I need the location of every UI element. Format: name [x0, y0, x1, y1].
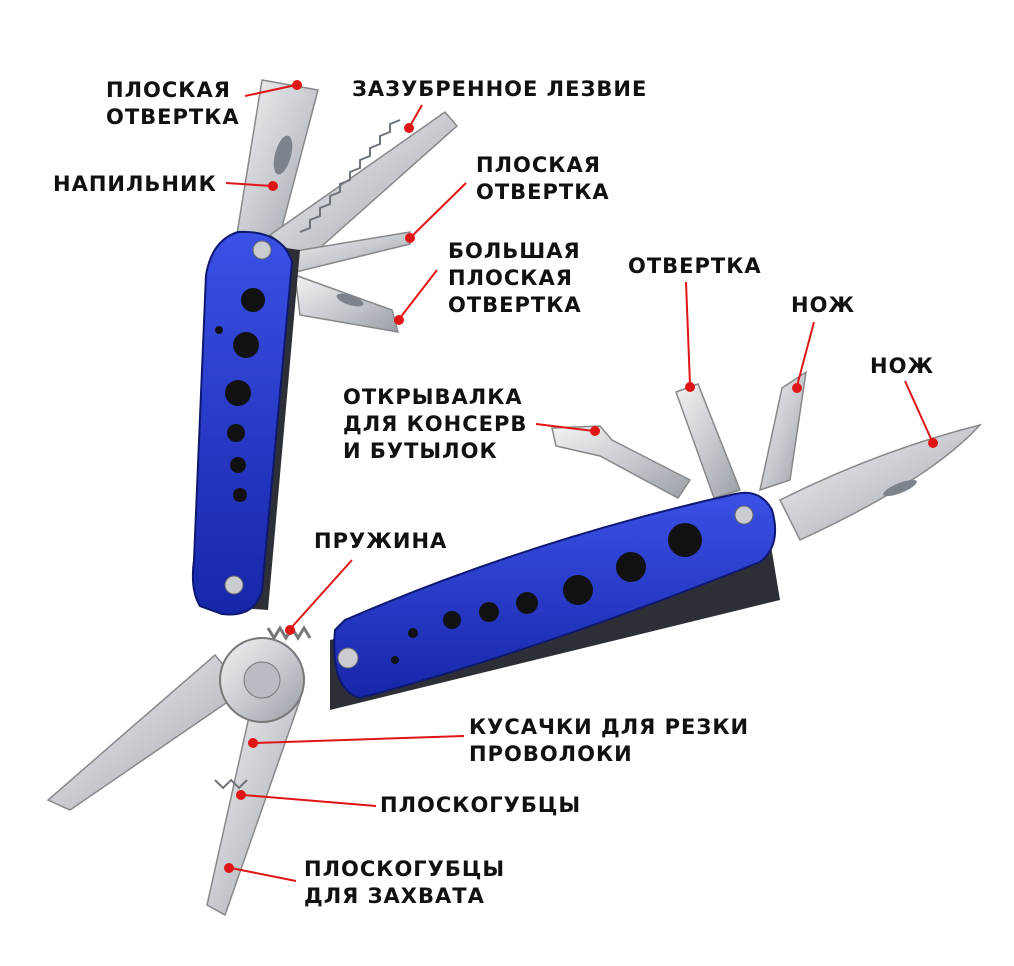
file-slot	[273, 135, 293, 175]
rivet	[252, 240, 272, 260]
label-flat-screwdriver-1: ПЛОСКАЯ ОТВЕРТКА	[106, 78, 240, 129]
can-opener-tool	[551, 425, 692, 499]
left-handle	[191, 230, 300, 616]
hole	[616, 552, 646, 582]
screwdriver-slot	[336, 293, 364, 307]
knife-nail-nick	[883, 479, 917, 497]
rivet	[734, 505, 754, 525]
label-screwdriver: ОТВЕРТКА	[628, 254, 762, 278]
plier-jaw-upper	[46, 653, 247, 811]
right-handle	[330, 491, 780, 710]
hole	[241, 288, 265, 312]
knife-main-tool	[778, 423, 983, 541]
hole	[668, 523, 702, 557]
serrated-edge	[299, 119, 401, 233]
label-wire-cutters: КУСАЧКИ ДЛЯ РЕЗКИ ПРОВОЛОКИ	[469, 715, 750, 766]
hole	[516, 592, 538, 614]
label-gripping-pliers: ПЛОСКОГУБЦЫ ДЛЯ ЗАХВАТА	[304, 857, 506, 908]
knife-small-tool	[758, 370, 807, 492]
hole	[391, 656, 399, 664]
label-spring: ПРУЖИНА	[314, 529, 448, 553]
hole	[443, 611, 461, 629]
label-knife-1: НОЖ	[791, 293, 856, 317]
rivet	[224, 575, 244, 595]
hole	[233, 488, 247, 502]
hole	[233, 332, 259, 358]
pliers-assembly	[46, 625, 312, 917]
right-tools	[551, 370, 983, 541]
plier-jaw-lower	[206, 689, 301, 917]
hole	[563, 575, 593, 605]
hole	[479, 602, 499, 622]
leader-lines	[224, 80, 938, 882]
label-serrated-blade: ЗАЗУБРЕННОЕ ЛЕЗВИЕ	[352, 77, 648, 101]
label-knife-2: НОЖ	[870, 354, 935, 378]
label-flat-screwdriver-2: ПЛОСКАЯ ОТВЕРТКА	[476, 153, 610, 204]
hole	[408, 628, 418, 638]
hole	[215, 326, 223, 334]
hole	[230, 457, 246, 473]
label-pliers: ПЛОСКОГУБЦЫ	[380, 793, 582, 817]
plier-teeth	[214, 778, 248, 790]
rivet	[337, 647, 359, 669]
label-large-flat-screwdriver: БОЛЬШАЯ ПЛОСКАЯ ОТВЕРТКА	[448, 239, 582, 317]
label-can-bottle-opener: ОТКРЫВАЛКА ДЛЯ КОНСЕРВ И БУТЫЛОК	[343, 385, 528, 463]
hole	[225, 380, 251, 406]
left-tools	[235, 79, 459, 333]
hole	[227, 424, 245, 442]
label-file: НАПИЛЬНИК	[53, 172, 217, 196]
